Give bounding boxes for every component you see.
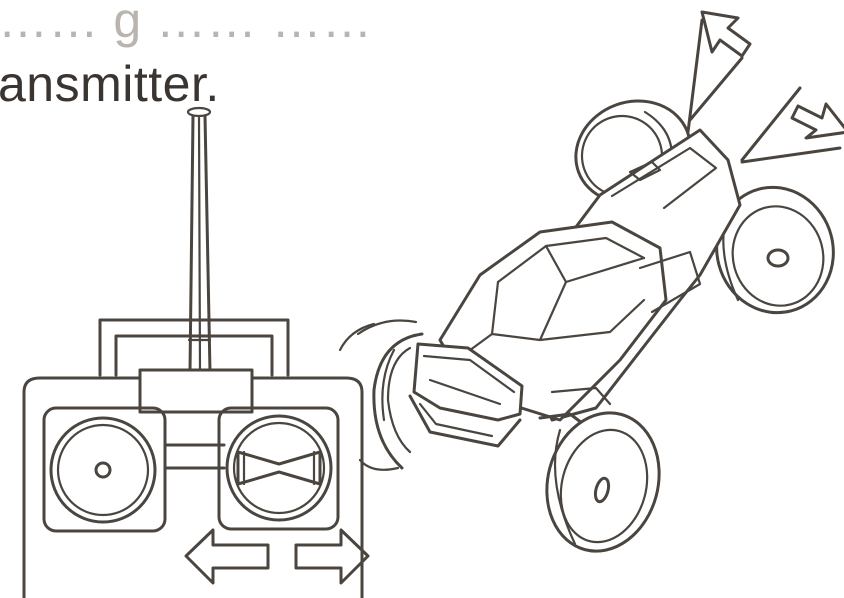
wheel-direction-indicators	[688, 12, 844, 162]
steer-left-arrow-icon	[186, 530, 268, 583]
transmitter-handle	[100, 320, 288, 375]
wheel-turn-left-arrow-icon	[702, 12, 750, 56]
indicator-line-left-2	[690, 58, 742, 120]
center-strip	[165, 445, 224, 468]
front-right-wheel	[532, 400, 674, 564]
buggy-body	[410, 130, 740, 446]
indicator-line-right	[742, 88, 800, 160]
steering-stick	[219, 408, 338, 529]
wheel-turn-right-arrow-icon	[792, 104, 844, 138]
indicator-line-right-2	[742, 148, 840, 162]
transmitter-top-panel	[140, 370, 252, 412]
steer-right-arrow-icon	[296, 530, 368, 583]
front-left-wheel	[374, 334, 422, 468]
antenna	[189, 116, 210, 372]
antenna-tip	[188, 108, 210, 116]
throttle-stick	[44, 408, 165, 531]
transmitter-icon	[24, 108, 368, 598]
